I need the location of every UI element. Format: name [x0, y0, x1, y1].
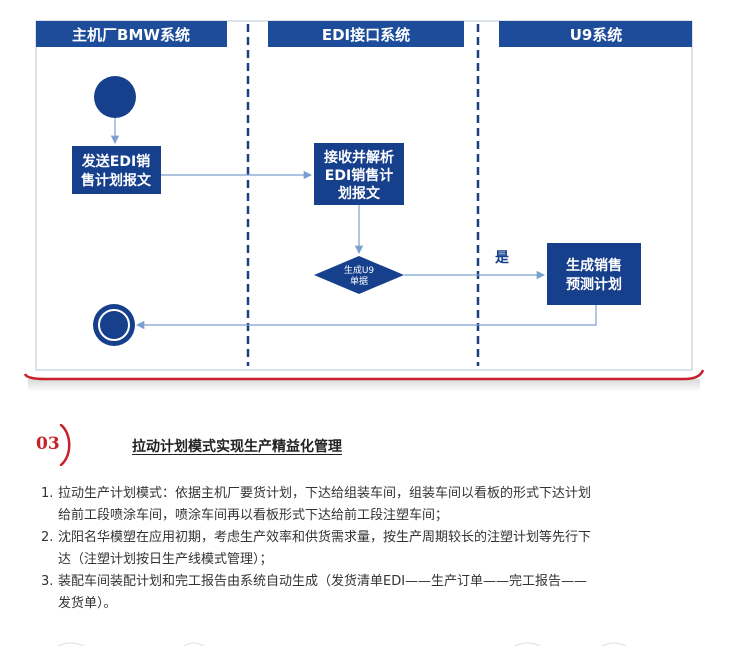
decision-line2: 单据 — [350, 275, 368, 287]
list-item-number: 2. — [41, 530, 54, 545]
list-item-line: 沈阳名华模塑在应用初期，考虑生产效率和供货需求量，按生产周期较长的注塑计划等先行… — [58, 530, 592, 545]
process-generate-line1: 生成销售 — [566, 257, 622, 274]
process-receive-line3: 划报文 — [338, 185, 381, 202]
lane-header-edi — [268, 21, 464, 47]
edi-flow-diagram: 主机厂BMW系统 EDI接口系统 U9系统 发送EDI销 售计划报文 接收并解析… — [23, 20, 705, 392]
process-receive-edi — [314, 143, 404, 205]
end-node-inner — [102, 313, 126, 337]
section-header: 03 拉动计划模式实现生产精益化管理 — [28, 424, 708, 466]
lane-title-bmw: 主机厂BMW系统 — [72, 26, 190, 44]
list-item-line: 达（注塑计划按日生产线模式管理）； — [58, 552, 273, 567]
lane-title-edi: EDI接口系统 — [322, 26, 410, 44]
section-number: 03 — [36, 434, 60, 454]
decision-generate-u9 — [314, 256, 404, 294]
list-item-number: 3. — [41, 574, 54, 589]
process-send-edi-line1: 发送EDI销 — [81, 153, 150, 170]
diagram-red-base — [23, 369, 705, 381]
diagram-shadow — [28, 379, 700, 392]
process-receive-line2: EDI销售计 — [325, 167, 393, 184]
lane-header-bmw — [36, 21, 227, 47]
bottom-decoration — [57, 642, 627, 646]
end-node-ring — [98, 309, 130, 341]
lane-header-u9 — [499, 21, 692, 47]
content-list: 1. 拉动生产计划模式：依据主机厂要货计划，下达给组装车间，组装车间以看板的形式… — [36, 483, 706, 615]
start-node — [94, 76, 136, 118]
yes-label: 是 — [495, 250, 510, 266]
list-item-line: 装配车间装配计划和完工报告由系统自动生成（发货清单EDI——生产订单——完工报告… — [58, 574, 588, 589]
list-item: 3. 装配车间装配计划和完工报告由系统自动生成（发货清单EDI——生产订单——完… — [36, 571, 706, 615]
section-paren-icon — [59, 424, 71, 466]
arrow-generate-to-end — [135, 305, 597, 330]
decision-line1: 生成U9 — [344, 264, 375, 276]
section-title: 拉动计划模式实现生产精益化管理 — [132, 439, 342, 455]
list-item-number: 1. — [41, 486, 54, 501]
list-item-line: 拉动生产计划模式：依据主机厂要货计划，下达给组装车间，组装车间以看板的形式下达计… — [58, 486, 592, 501]
process-send-edi — [72, 146, 161, 194]
process-receive-line1: 接收并解析 — [324, 149, 394, 166]
list-item: 2. 沈阳名华模塑在应用初期，考虑生产效率和供货需求量，按生产周期较长的注塑计划… — [36, 527, 706, 571]
list-item: 1. 拉动生产计划模式：依据主机厂要货计划，下达给组装车间，组装车间以看板的形式… — [36, 483, 706, 527]
process-generate-line2: 预测计划 — [566, 276, 622, 293]
list-item-line: 给前工段喷涂车间，喷涂车间再以看板形式下达给前工段注塑车间； — [58, 508, 449, 523]
process-generate-forecast — [547, 243, 641, 305]
lane-title-u9: U9系统 — [570, 26, 623, 44]
process-send-edi-line2: 售计划报文 — [80, 172, 152, 189]
list-item-line: 发货单）。 — [58, 596, 117, 611]
